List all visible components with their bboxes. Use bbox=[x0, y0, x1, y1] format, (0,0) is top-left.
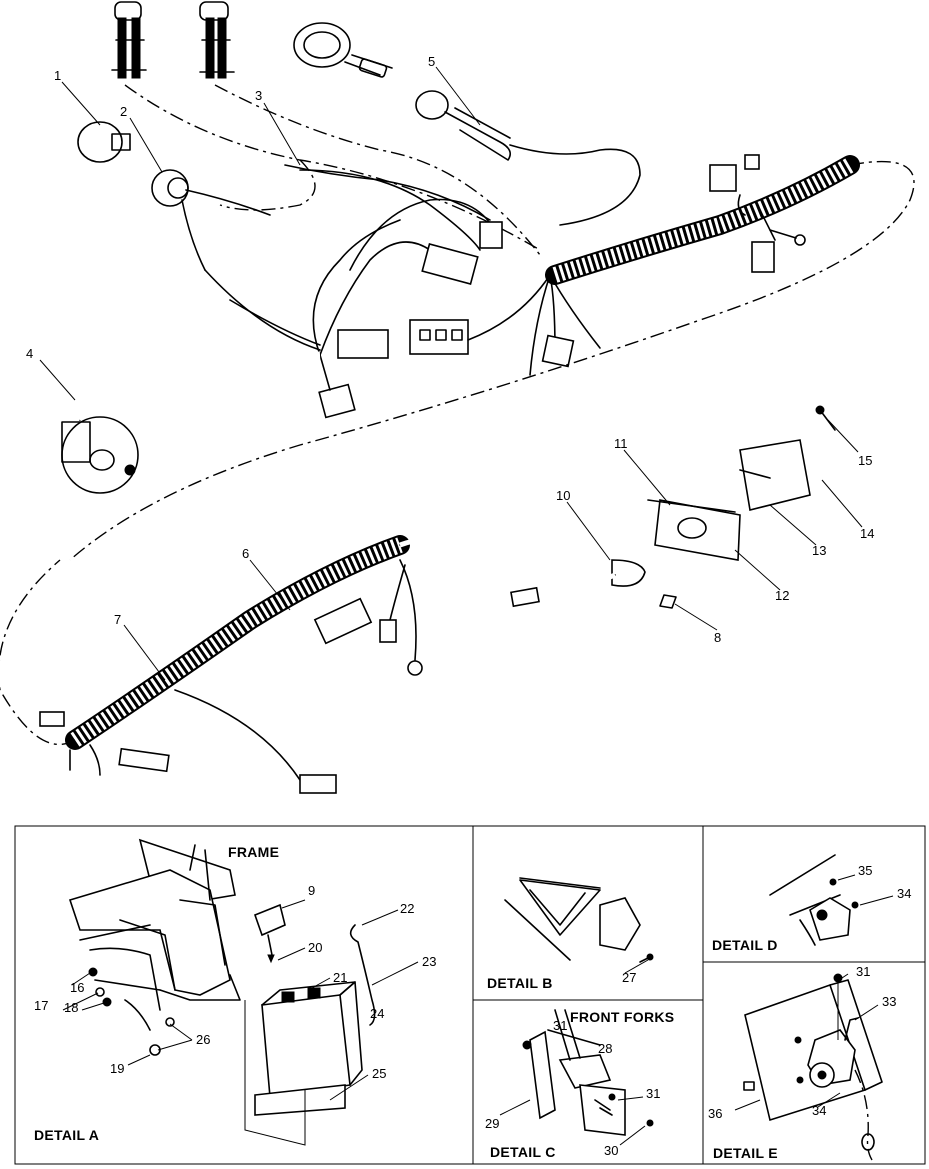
callout-10: 10 bbox=[556, 488, 570, 503]
callout-25: 25 bbox=[372, 1066, 386, 1081]
detail-e: 31 33 36 34 DETAIL E bbox=[708, 964, 896, 1161]
callout-1: 1 bbox=[54, 68, 61, 83]
callout-30: 30 bbox=[604, 1143, 618, 1158]
tail-light-assembly bbox=[611, 405, 836, 609]
connector-lower-flag bbox=[318, 383, 356, 419]
detail-a: FRAME DETAIL A 9 16 17 18 19 20 21 22 23… bbox=[34, 838, 436, 1146]
callout-32: 31 bbox=[646, 1086, 660, 1101]
callout-28: 28 bbox=[598, 1041, 612, 1056]
detail-a-label: DETAIL A bbox=[34, 1127, 99, 1143]
battery-tray-25 bbox=[254, 1084, 346, 1116]
battery bbox=[261, 994, 351, 1098]
tail-lens-11 bbox=[654, 499, 741, 561]
key-left bbox=[111, 1, 147, 79]
frame-label: FRAME bbox=[228, 844, 279, 860]
callout-29: 29 bbox=[485, 1116, 499, 1131]
tail-light-housing-14 bbox=[739, 439, 811, 511]
callout-8: 8 bbox=[714, 630, 721, 645]
bulb-1 bbox=[77, 121, 131, 163]
callout-26: 26 bbox=[196, 1032, 210, 1047]
connector-center-1 bbox=[421, 243, 479, 285]
callout-19: 19 bbox=[110, 1061, 124, 1076]
callout-11: 11 bbox=[614, 436, 628, 451]
upper-harness-assembly bbox=[61, 1, 915, 561]
callout-14: 14 bbox=[860, 526, 874, 541]
detail-d-label: DETAIL D bbox=[712, 937, 778, 953]
callout-4: 4 bbox=[26, 346, 33, 361]
wire-route-dashed-3 bbox=[219, 159, 316, 211]
leader-lines bbox=[39, 66, 863, 681]
callout-36: 36 bbox=[708, 1106, 722, 1121]
bulb-socket-10 bbox=[611, 559, 646, 587]
callout-13: 13 bbox=[812, 543, 826, 558]
callout-17: 17 bbox=[34, 998, 48, 1013]
callout-22: 22 bbox=[400, 901, 414, 916]
callout-18: 18 bbox=[64, 1000, 78, 1015]
lower-harness-assembly bbox=[0, 535, 616, 794]
callout-20: 20 bbox=[308, 940, 322, 955]
connector-center-2 bbox=[479, 221, 503, 249]
front-forks-label: FRONT FORKS bbox=[570, 1009, 674, 1025]
callout-31-d: 34 bbox=[897, 886, 911, 901]
switch-4 bbox=[61, 351, 321, 494]
socket-2 bbox=[151, 169, 271, 271]
detail-panels bbox=[14, 825, 926, 1165]
callout-12: 12 bbox=[775, 588, 789, 603]
callout-27: 27 bbox=[622, 970, 636, 985]
connector-center-3 bbox=[337, 329, 389, 359]
callout-23: 23 bbox=[422, 954, 436, 969]
detail-c: 31 FRONT FORKS 28 29 31 30 DETAIL C bbox=[485, 1009, 674, 1160]
detail-b: 27 DETAIL B bbox=[487, 877, 654, 991]
harness-tube-upper bbox=[69, 154, 915, 561]
callout-21: 21 bbox=[333, 970, 347, 985]
callout-9: 9 bbox=[308, 883, 315, 898]
callouts-upper: 1 2 3 4 5 6 7 8 10 11 12 13 14 15 bbox=[26, 54, 874, 645]
callout-3: 3 bbox=[255, 88, 262, 103]
nut-8 bbox=[659, 594, 677, 609]
detail-e-label: DETAIL E bbox=[713, 1145, 778, 1161]
detail-c-label: DETAIL C bbox=[490, 1144, 556, 1160]
ignition-switch bbox=[293, 22, 511, 161]
callout-15: 15 bbox=[858, 453, 872, 468]
connector-center-4 bbox=[409, 319, 469, 355]
callout-31-e: 31 bbox=[856, 964, 870, 979]
wire-route-dashed-1 bbox=[124, 84, 541, 251]
callout-34: 34 bbox=[812, 1103, 826, 1118]
detail-b-label: DETAIL B bbox=[487, 975, 553, 991]
callout-2: 2 bbox=[120, 104, 127, 119]
callout-6: 6 bbox=[242, 546, 249, 561]
callout-16: 16 bbox=[70, 980, 84, 995]
key-right bbox=[199, 1, 235, 79]
callout-7: 7 bbox=[114, 612, 121, 627]
callout-33: 33 bbox=[882, 994, 896, 1009]
callout-5: 5 bbox=[428, 54, 435, 69]
callout-35: 35 bbox=[858, 863, 872, 878]
detail-d: 35 34 DETAIL D bbox=[712, 854, 911, 953]
callout-24: 24 bbox=[370, 1006, 384, 1021]
callout-31-c: 31 bbox=[553, 1018, 567, 1033]
